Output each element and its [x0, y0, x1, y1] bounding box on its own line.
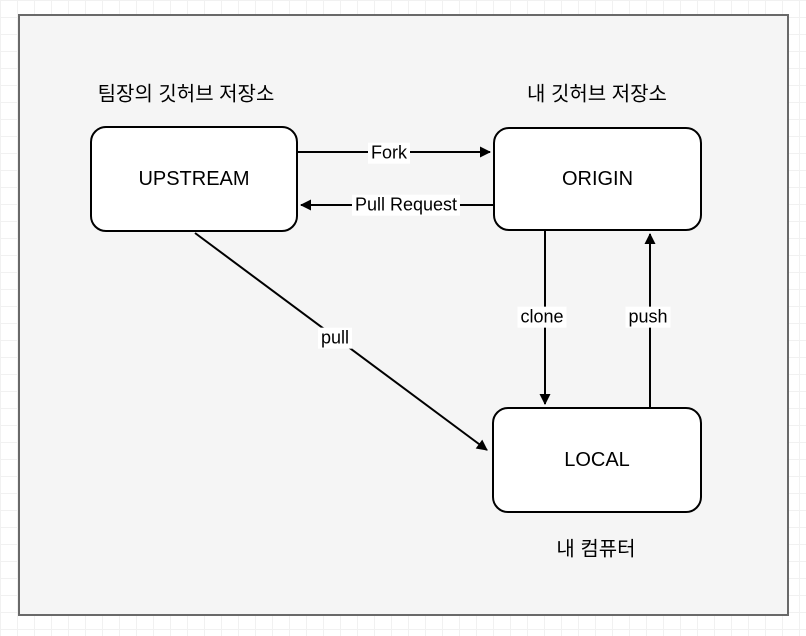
node-origin-label: ORIGIN	[561, 167, 634, 190]
caption-my-computer[interactable]: 내 컴퓨터	[556, 538, 636, 561]
node-upstream[interactable]: UPSTREAM	[90, 126, 298, 232]
edge-label-fork[interactable]: Fork	[368, 142, 410, 164]
node-local-label: LOCAL	[564, 448, 630, 471]
edge-label-pull-request[interactable]: Pull Request	[351, 194, 461, 216]
edge-label-push[interactable]: push	[625, 306, 671, 328]
caption-my-github-repo[interactable]: 내 깃허브 저장소	[527, 83, 667, 106]
node-origin[interactable]: ORIGIN	[493, 127, 702, 231]
node-upstream-label: UPSTREAM	[138, 167, 250, 190]
edge-label-pull[interactable]: pull	[317, 327, 353, 349]
edge-label-clone[interactable]: clone	[517, 306, 567, 328]
node-local[interactable]: LOCAL	[492, 407, 702, 513]
caption-upstream-repo[interactable]: 팀장의 깃허브 저장소	[97, 83, 275, 106]
